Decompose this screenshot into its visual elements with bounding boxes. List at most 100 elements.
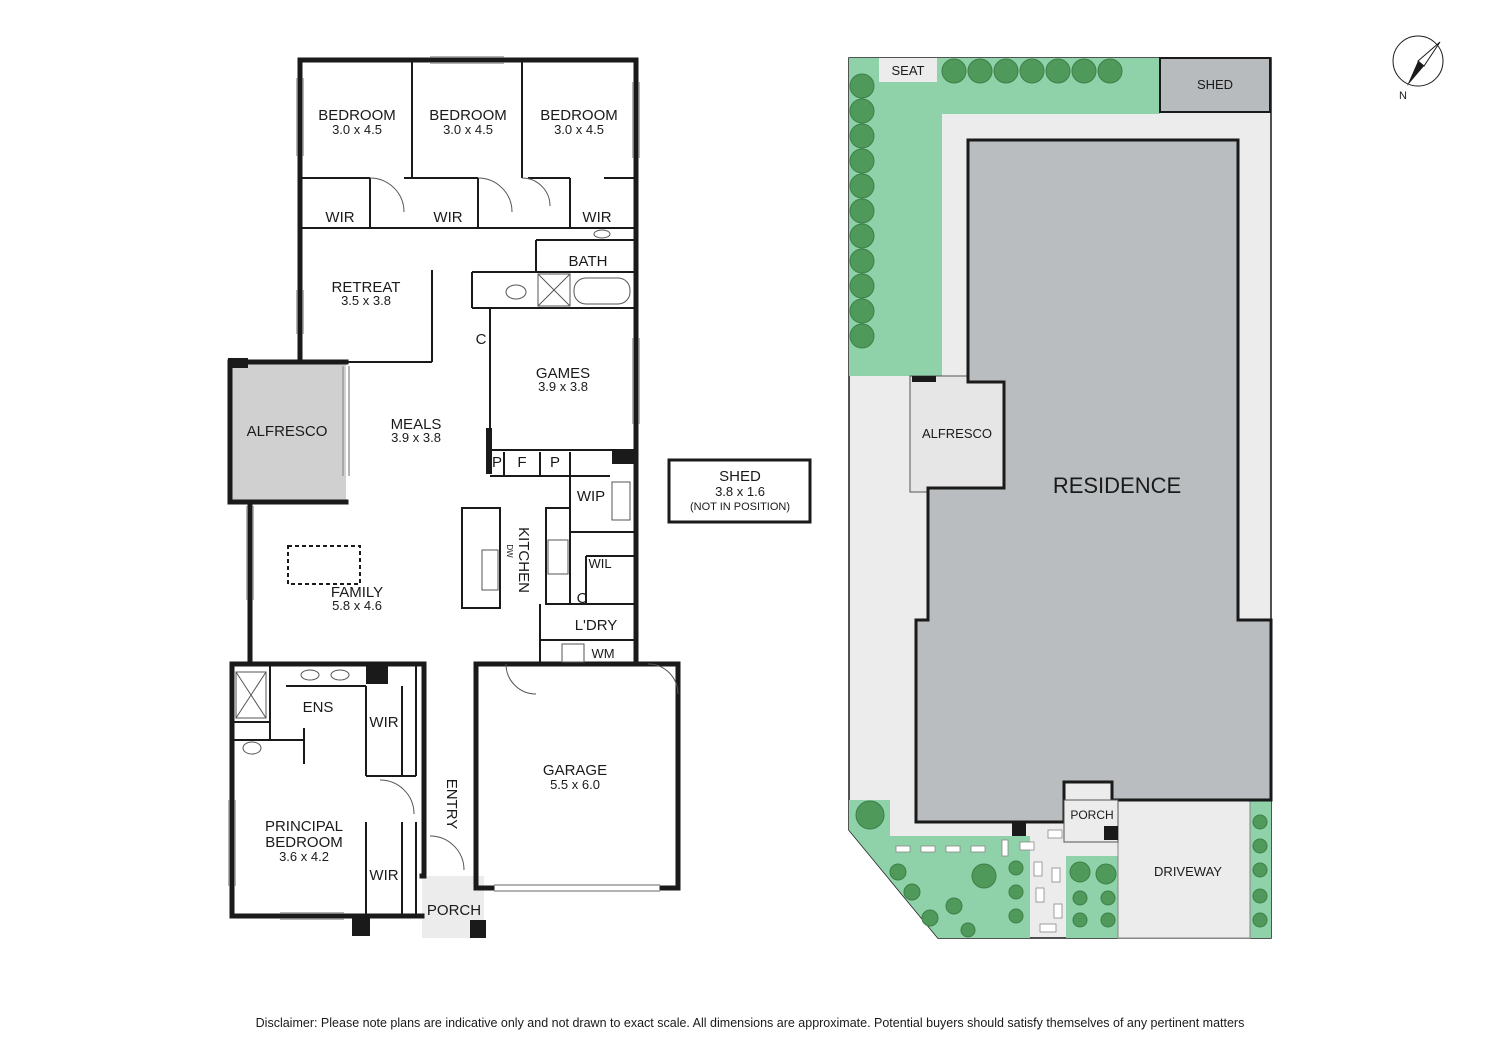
toilet-icon — [505, 284, 527, 300]
shrub-icon — [1008, 860, 1024, 876]
cupboard-2-label: C — [577, 590, 588, 607]
shrub-icon — [1100, 890, 1116, 906]
shed-callout-label: SHED — [719, 468, 761, 485]
shrub-icon — [1252, 862, 1268, 878]
shrub-icon — [1019, 58, 1045, 84]
family-label: FAMILY — [331, 584, 383, 601]
interior-walls — [232, 60, 636, 916]
principal-wir-label: WIR — [369, 867, 398, 884]
driveway — [1117, 799, 1251, 939]
shrub-icon — [960, 922, 976, 938]
bedroom-2-label: BEDROOM — [429, 107, 507, 124]
shrub-icon — [849, 123, 875, 149]
compass-north-label: N — [1399, 90, 1407, 102]
shrub-icon — [849, 323, 875, 349]
shrub-icon — [1252, 814, 1268, 830]
washing-machine-label: WM — [591, 646, 614, 661]
alfresco-area — [230, 362, 346, 502]
disclaimer-text: Disclaimer: Please note plans are indica… — [255, 1016, 1245, 1030]
meals-label: MEALS — [391, 416, 442, 433]
shrub-icon — [849, 148, 875, 174]
shrub-icon — [967, 58, 993, 84]
shrub-icon — [993, 58, 1019, 84]
shrub-icon — [1008, 884, 1024, 900]
seat — [879, 58, 937, 82]
bedroom-2-dims: 3.0 x 4.5 — [443, 122, 493, 137]
wip-label: WIP — [577, 488, 605, 505]
shrub-icon — [849, 298, 875, 324]
principal-dims: 3.6 x 4.2 — [279, 849, 329, 864]
wip-sink-icon — [611, 481, 631, 521]
bedroom-1-label: BEDROOM — [318, 107, 396, 124]
basin-icon — [593, 229, 611, 239]
shrub-icon — [1097, 58, 1123, 84]
site-alfresco — [909, 375, 1005, 493]
retreat-label: RETREAT — [332, 279, 401, 296]
bath-label: BATH — [569, 253, 608, 270]
structural-posts — [228, 358, 636, 938]
shrub-icon — [945, 897, 963, 915]
wil-label: WIL — [588, 556, 611, 571]
principal-label-1: PRINCIPAL — [265, 818, 343, 835]
driveway-label: DRIVEWAY — [1154, 864, 1222, 879]
wir-2-label: WIR — [433, 209, 462, 226]
shrub-icon — [849, 173, 875, 199]
vanity-basin-icon — [330, 669, 350, 681]
shrub-icon — [889, 863, 907, 881]
retreat-dims: 3.5 x 3.8 — [341, 293, 391, 308]
site-shed-label: SHED — [1197, 77, 1233, 92]
fridge-label: F — [517, 454, 526, 471]
shrub-icon — [1095, 863, 1117, 885]
alfresco-label: ALFRESCO — [247, 423, 328, 440]
shrub-icon — [849, 223, 875, 249]
kitchen-sink-icon — [481, 549, 499, 591]
stepping-stones — [895, 829, 1063, 933]
shrub-icon — [1252, 888, 1268, 904]
shrub-icon — [1252, 838, 1268, 854]
garage-label: GARAGE — [543, 762, 607, 779]
shrub-icon — [921, 909, 939, 927]
vanity-basin-icon — [300, 669, 320, 681]
site-plan: SEAT SHED ALFRESCO RESIDENCE PORCH DRIVE… — [848, 35, 1444, 939]
pantry-2-label: P — [550, 454, 560, 471]
shrub-icon — [1252, 912, 1268, 928]
cooktop-icon — [547, 539, 569, 575]
shed-callout-dims: 3.8 x 1.6 — [715, 484, 765, 499]
exterior-walls — [227, 57, 681, 919]
bedroom-3-label: BEDROOM — [540, 107, 618, 124]
bathtub-icon — [573, 277, 631, 305]
family-dims: 5.8 x 4.6 — [332, 598, 382, 613]
residence-label: RESIDENCE — [1053, 473, 1181, 498]
shrub-icon — [1100, 912, 1116, 928]
pantry-1-label: P — [492, 454, 502, 471]
shrub-icon — [849, 98, 875, 124]
ensuite-label: ENS — [303, 699, 334, 716]
games-dims: 3.9 x 3.8 — [538, 379, 588, 394]
garage-dims: 5.5 x 6.0 — [550, 777, 600, 792]
porch-label: PORCH — [427, 902, 481, 919]
site-shed — [1159, 57, 1271, 113]
shrub-icon — [903, 883, 921, 901]
wir-3-label: WIR — [582, 209, 611, 226]
shrub-icon — [1072, 890, 1088, 906]
meals-dims: 3.9 x 3.8 — [391, 430, 441, 445]
wir-1-label: WIR — [325, 209, 354, 226]
shrubs — [849, 58, 1268, 938]
bedroom-1-dims: 3.0 x 4.5 — [332, 122, 382, 137]
shrub-icon — [1071, 58, 1097, 84]
shrub-icon — [849, 73, 875, 99]
site-alfresco-label: ALFRESCO — [922, 426, 992, 441]
site-porch-label: PORCH — [1070, 808, 1113, 822]
shrub-icon — [849, 198, 875, 224]
ensuite-shower-icon — [235, 671, 267, 719]
shrub-icon — [849, 273, 875, 299]
ensuite-toilet-icon — [242, 741, 262, 755]
shower-icon — [537, 273, 571, 307]
shrub-icon — [1008, 908, 1024, 924]
shrub-icon — [971, 863, 997, 889]
rear-lawn — [849, 58, 1160, 376]
front-lawn-left — [849, 800, 1030, 938]
laundry-label: L'DRY — [575, 617, 618, 634]
door-swings — [369, 177, 679, 871]
